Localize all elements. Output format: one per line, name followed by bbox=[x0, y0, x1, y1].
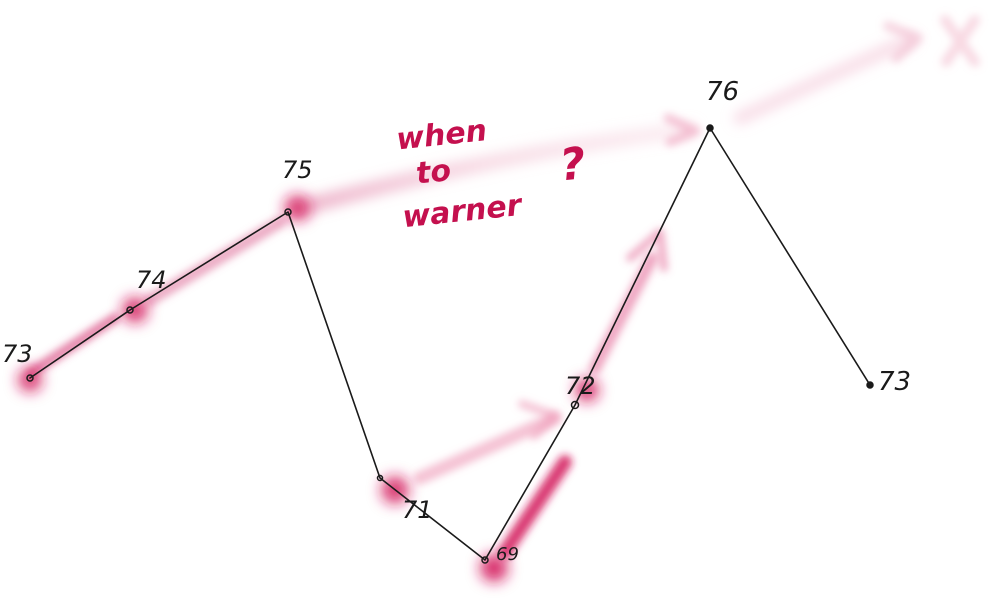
highlight-strokes bbox=[27, 15, 980, 559]
point-marker-4 bbox=[376, 474, 384, 482]
point-marker-1 bbox=[26, 374, 34, 382]
highlight-stroke-1 bbox=[27, 313, 120, 377]
point-markers bbox=[26, 124, 874, 564]
annotation-question-mark: ? bbox=[557, 138, 588, 191]
trend-stroke-extend bbox=[733, 33, 917, 125]
point-marker-3 bbox=[284, 208, 292, 216]
highlight-stroke-3 bbox=[413, 411, 562, 485]
point-marker-6 bbox=[570, 400, 580, 410]
point-marker-5 bbox=[481, 556, 489, 564]
annotation-line-3: warner bbox=[401, 188, 525, 236]
trend-arrowhead-2 bbox=[883, 21, 923, 63]
highlight-stroke-2 bbox=[144, 216, 286, 306]
highlight-stroke-4 bbox=[498, 455, 572, 559]
trend-stroke-main bbox=[292, 122, 698, 216]
data-line bbox=[29, 127, 871, 561]
value-labels: 73 74 75 71 69 72 76 73 bbox=[2, 77, 911, 565]
point-marker-8 bbox=[866, 381, 874, 389]
point-marker-7 bbox=[706, 124, 714, 132]
highlight-stroke-5 bbox=[589, 252, 658, 374]
point-label-2: 74 bbox=[136, 266, 167, 294]
point-label-1: 73 bbox=[2, 340, 33, 368]
highlight-dots bbox=[18, 195, 599, 582]
point-label-5: 69 bbox=[496, 544, 519, 565]
annotation-line-2: to bbox=[414, 153, 452, 191]
trend-arrowhead-1 bbox=[663, 113, 701, 147]
annotation-line-1: when bbox=[395, 113, 489, 157]
point-marker-2 bbox=[126, 306, 134, 314]
point-label-6: 72 bbox=[565, 372, 596, 400]
glow-dot-72 bbox=[575, 378, 599, 402]
point-label-3: 75 bbox=[282, 156, 313, 184]
point-label-4: 71 bbox=[402, 496, 433, 524]
faded-cross-mark bbox=[940, 15, 980, 67]
point-label-8: 73 bbox=[878, 367, 911, 397]
glow-dot-75 bbox=[284, 195, 310, 221]
point-label-7: 76 bbox=[706, 77, 739, 107]
glow-dot-69 bbox=[480, 554, 508, 582]
highlight-arrowhead-3 bbox=[518, 400, 560, 440]
